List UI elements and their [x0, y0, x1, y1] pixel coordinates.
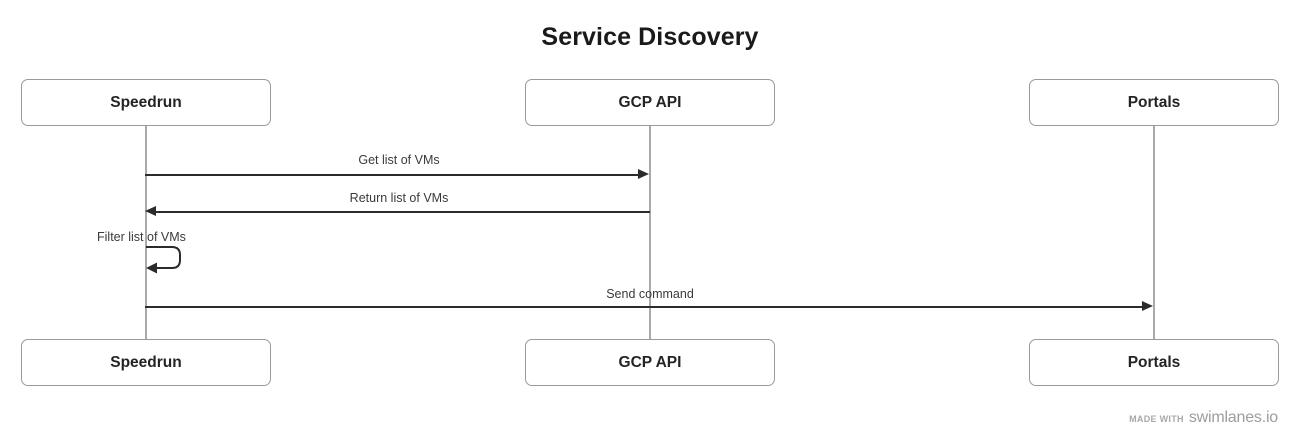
participant-box-gcp-api-top[interactable]: GCP API: [525, 79, 775, 126]
lifeline-portals: [1153, 125, 1155, 339]
footer-made-with-label: Made with: [1129, 414, 1184, 424]
message-label-send-command: Send command: [606, 287, 694, 301]
footer-watermark[interactable]: Made with swimlanes.io: [1129, 409, 1278, 427]
participant-box-portals-bottom[interactable]: Portals: [1029, 339, 1279, 386]
arrow-head-right-icon-get-list-of-vms: [638, 169, 649, 179]
participant-box-gcp-api-bottom[interactable]: GCP API: [525, 339, 775, 386]
arrow-head-right-icon-send-command: [1142, 301, 1153, 311]
message-line-get-list-of-vms: [145, 174, 639, 176]
participant-box-speedrun-top[interactable]: Speedrun: [21, 79, 271, 126]
footer-brand-link[interactable]: swimlanes.io: [1188, 409, 1278, 426]
participant-box-speedrun-bottom[interactable]: Speedrun: [21, 339, 271, 386]
participant-label-portals-bottom: Portals: [1127, 353, 1181, 371]
message-line-return-list-of-vms: [156, 211, 650, 213]
message-label-get-list-of-vms: Get list of VMs: [358, 153, 440, 167]
lifeline-speedrun: [145, 125, 147, 339]
page-title: Service Discovery: [541, 23, 759, 51]
participant-label-speedrun-bottom: Speedrun: [110, 353, 182, 371]
participant-box-portals-top[interactable]: Portals: [1029, 79, 1279, 126]
participant-label-speedrun-top: Speedrun: [110, 93, 182, 111]
participant-label-gcp-api-bottom: GCP API: [618, 353, 682, 371]
message-label-return-list-of-vms: Return list of VMs: [349, 191, 449, 205]
participant-label-gcp-api-top: GCP API: [618, 93, 682, 111]
lifeline-gcp-api: [649, 125, 651, 339]
message-label-filter-list-of-vms: Filter list of VMs: [97, 230, 186, 244]
arrow-head-left-icon-return-list-of-vms: [145, 206, 156, 216]
self-message-loop-filter-list-of-vms: [145, 246, 201, 278]
message-line-send-command: [145, 306, 1143, 308]
participant-label-portals-top: Portals: [1127, 93, 1181, 111]
